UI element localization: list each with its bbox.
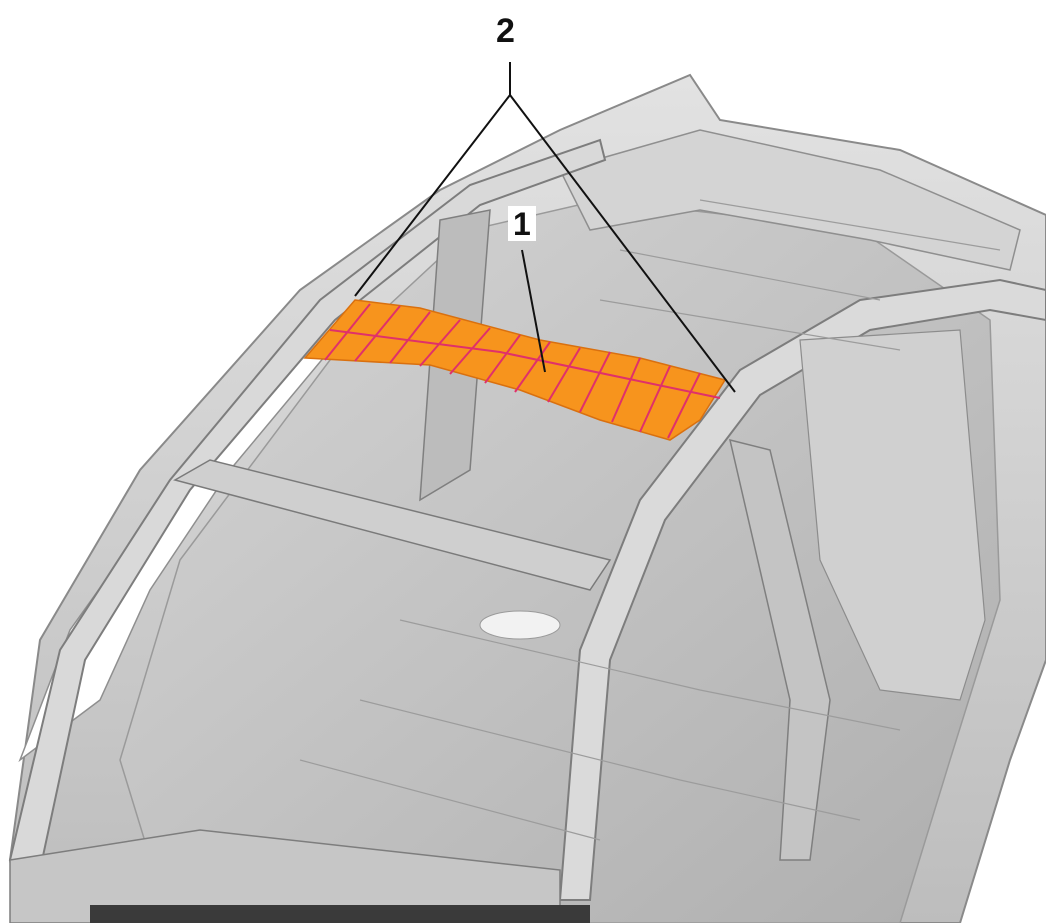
b-pillar-right [728,438,831,861]
rear-roof [558,129,1021,271]
front-cross-member [173,459,612,591]
front-slot [90,905,590,923]
right-roof-rail [558,278,1046,901]
floor-details [299,199,1001,841]
leader-line-2-right [509,94,736,393]
callout-number-1: 1 [508,206,536,241]
floor-opening [479,610,561,640]
left-roof-rail [8,138,607,872]
leader-lines [354,62,736,393]
lower-front-panel [9,829,561,923]
panel-grid [324,303,721,439]
highlighted-roof-panel [303,299,727,441]
leader-line-1 [521,249,546,373]
callout-number-2: 2 [496,12,515,50]
rear-door-opening [799,329,986,701]
